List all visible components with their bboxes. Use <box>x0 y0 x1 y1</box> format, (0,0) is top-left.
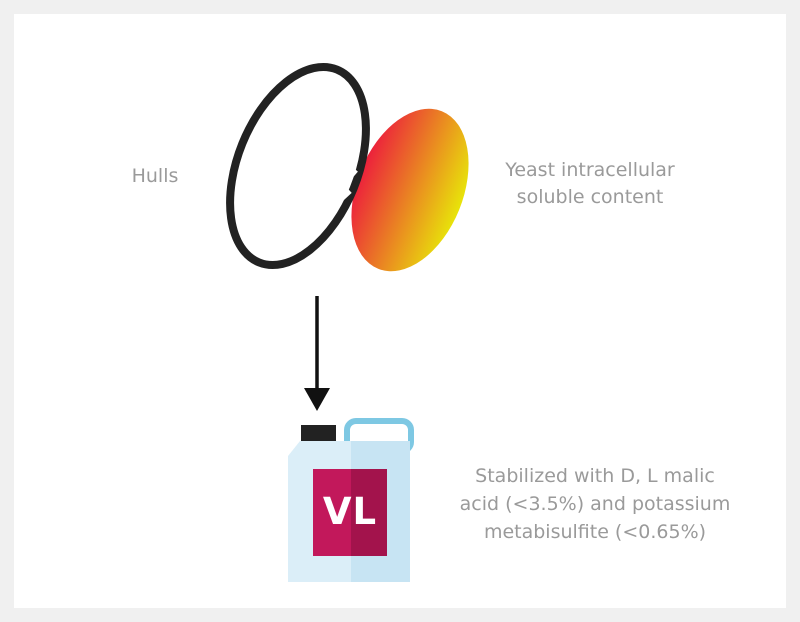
hulls-label-text: Hulls <box>131 165 179 187</box>
badge-label: VL <box>322 490 378 533</box>
hull-ring-gaps <box>335 168 358 205</box>
hull-ring-shape <box>226 62 370 270</box>
bottle-cap <box>301 425 336 444</box>
down-arrow <box>304 296 330 411</box>
container-bottle <box>288 418 414 582</box>
stabilized-label-line-2: acid (<3.5%) and potassium <box>459 493 731 515</box>
hulls-label: Hulls <box>110 163 200 190</box>
yeast-content-label: Yeast intracellular soluble content <box>470 157 710 211</box>
yeast-cell-shape <box>351 108 469 272</box>
stabilized-label-line-1: Stabilized with D, L malic <box>475 465 715 487</box>
stabilized-label-line-3: metabisulfite (<0.65%) <box>483 521 707 543</box>
yeast-label-line-2: soluble content <box>516 186 664 208</box>
stabilized-label: Stabilized with D, L malic acid (<3.5%) … <box>430 462 760 546</box>
yeast-label-line-1: Yeast intracellular <box>505 159 675 181</box>
